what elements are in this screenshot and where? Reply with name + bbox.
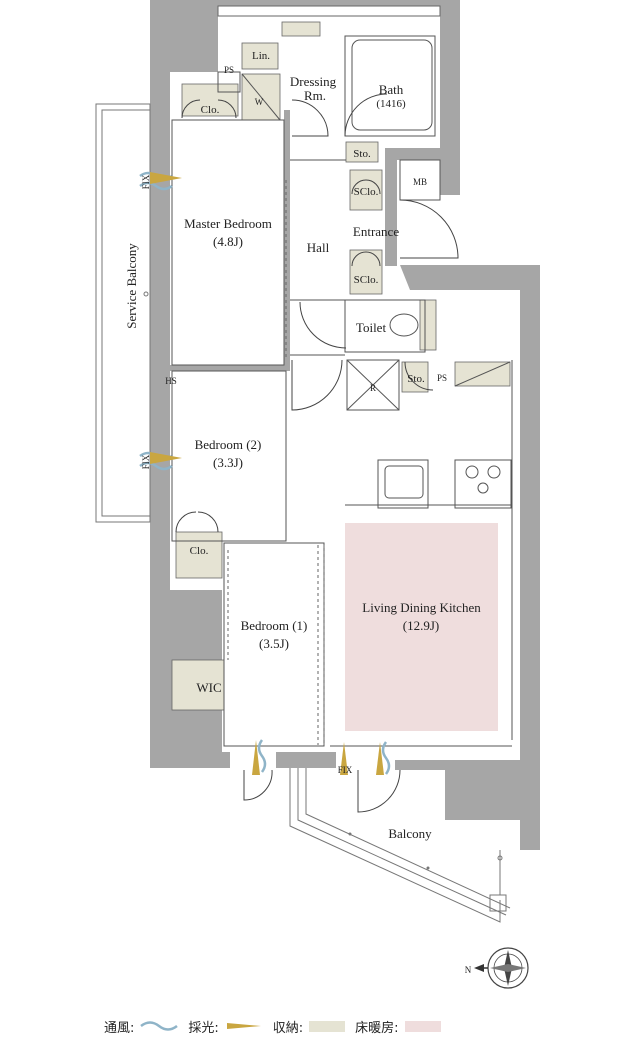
dressing-room-label-rm: Rm. [303,88,327,103]
wind-icon [140,1021,179,1031]
bedroom-2-closet-label: Clo. [189,545,209,557]
bedroom-1-label: Bedroom (1) [240,618,308,633]
light-icon [226,1023,261,1029]
bath-size-label: (1416) [376,98,406,110]
storage-swatch [309,1020,346,1032]
legend-floor-heating-label: 床暖房: [355,1020,399,1036]
service-balcony-outline [95,103,151,523]
legend-ventilation: 通風: [104,1017,179,1036]
fix-window-upper: FIX [141,174,151,190]
dressing-room-label: Dressing [289,74,337,89]
balcony-outline [289,768,511,923]
legend-daylight-label: 採光: [188,1020,219,1036]
shoe-closet-upper-label: SClo. [353,186,379,198]
master-bedroom-size: (4.8J) [213,234,243,249]
north-label: N [464,965,472,975]
legend-storage: 収納: [272,1017,346,1036]
wic-label: WIC [196,680,222,695]
master-bedroom-label: Master Bedroom [184,216,272,231]
fix-window-lower: FIX [141,454,151,470]
bedroom-1-size: (3.5J) [259,636,289,651]
wind-daylight-markers [139,171,391,775]
legend-ventilation-label: 通風: [104,1020,135,1036]
ldk-size: (12.9J) [402,618,440,633]
floor-heating-area [345,523,498,731]
kitchen-pipe-space-label: PS [436,373,447,383]
pipe-space-label: PS [223,65,234,75]
room-outlines [171,35,513,747]
compass-icon [474,947,529,989]
entrance-label: Entrance [352,224,400,239]
legend-storage-label: 収納: [272,1020,304,1036]
bedroom-2-size: (3.3J) [213,455,243,470]
roof-hatch-label: R [369,383,376,393]
bedroom-2-label: Bedroom (2) [194,437,262,452]
legend-daylight: 採光: [188,1017,262,1036]
master-closet-label: Clo. [200,104,220,116]
shoe-closet-lower-label: SClo. [353,274,379,286]
heat-source-label: HS [165,376,177,386]
linen-closet-label: Lin. [251,50,271,62]
walls [150,0,540,850]
floor-heating-swatch [404,1020,441,1032]
hall-label: Hall [306,240,330,255]
fix-window-bottom: FIX [337,765,353,775]
balcony-marks [348,832,430,870]
top-ledge [217,5,441,17]
service-balcony-label: Service Balcony [124,243,139,329]
legend: 通風: 採光: 収納: 床暖房: [104,1016,441,1036]
balcony-label: Balcony [388,826,432,841]
legend-floor-heating: 床暖房: [355,1017,441,1036]
kitchen-storage-label: Sto. [407,373,425,385]
hall-storage-label: Sto. [353,148,371,160]
washer-label: W [254,97,264,107]
toilet-label: Toilet [355,320,387,335]
meter-box-label: MB [412,177,427,187]
sliding-doors [227,180,325,745]
ldk-label: Living Dining Kitchen [362,600,481,615]
bath-label: Bath [378,82,404,97]
doors [175,93,459,813]
